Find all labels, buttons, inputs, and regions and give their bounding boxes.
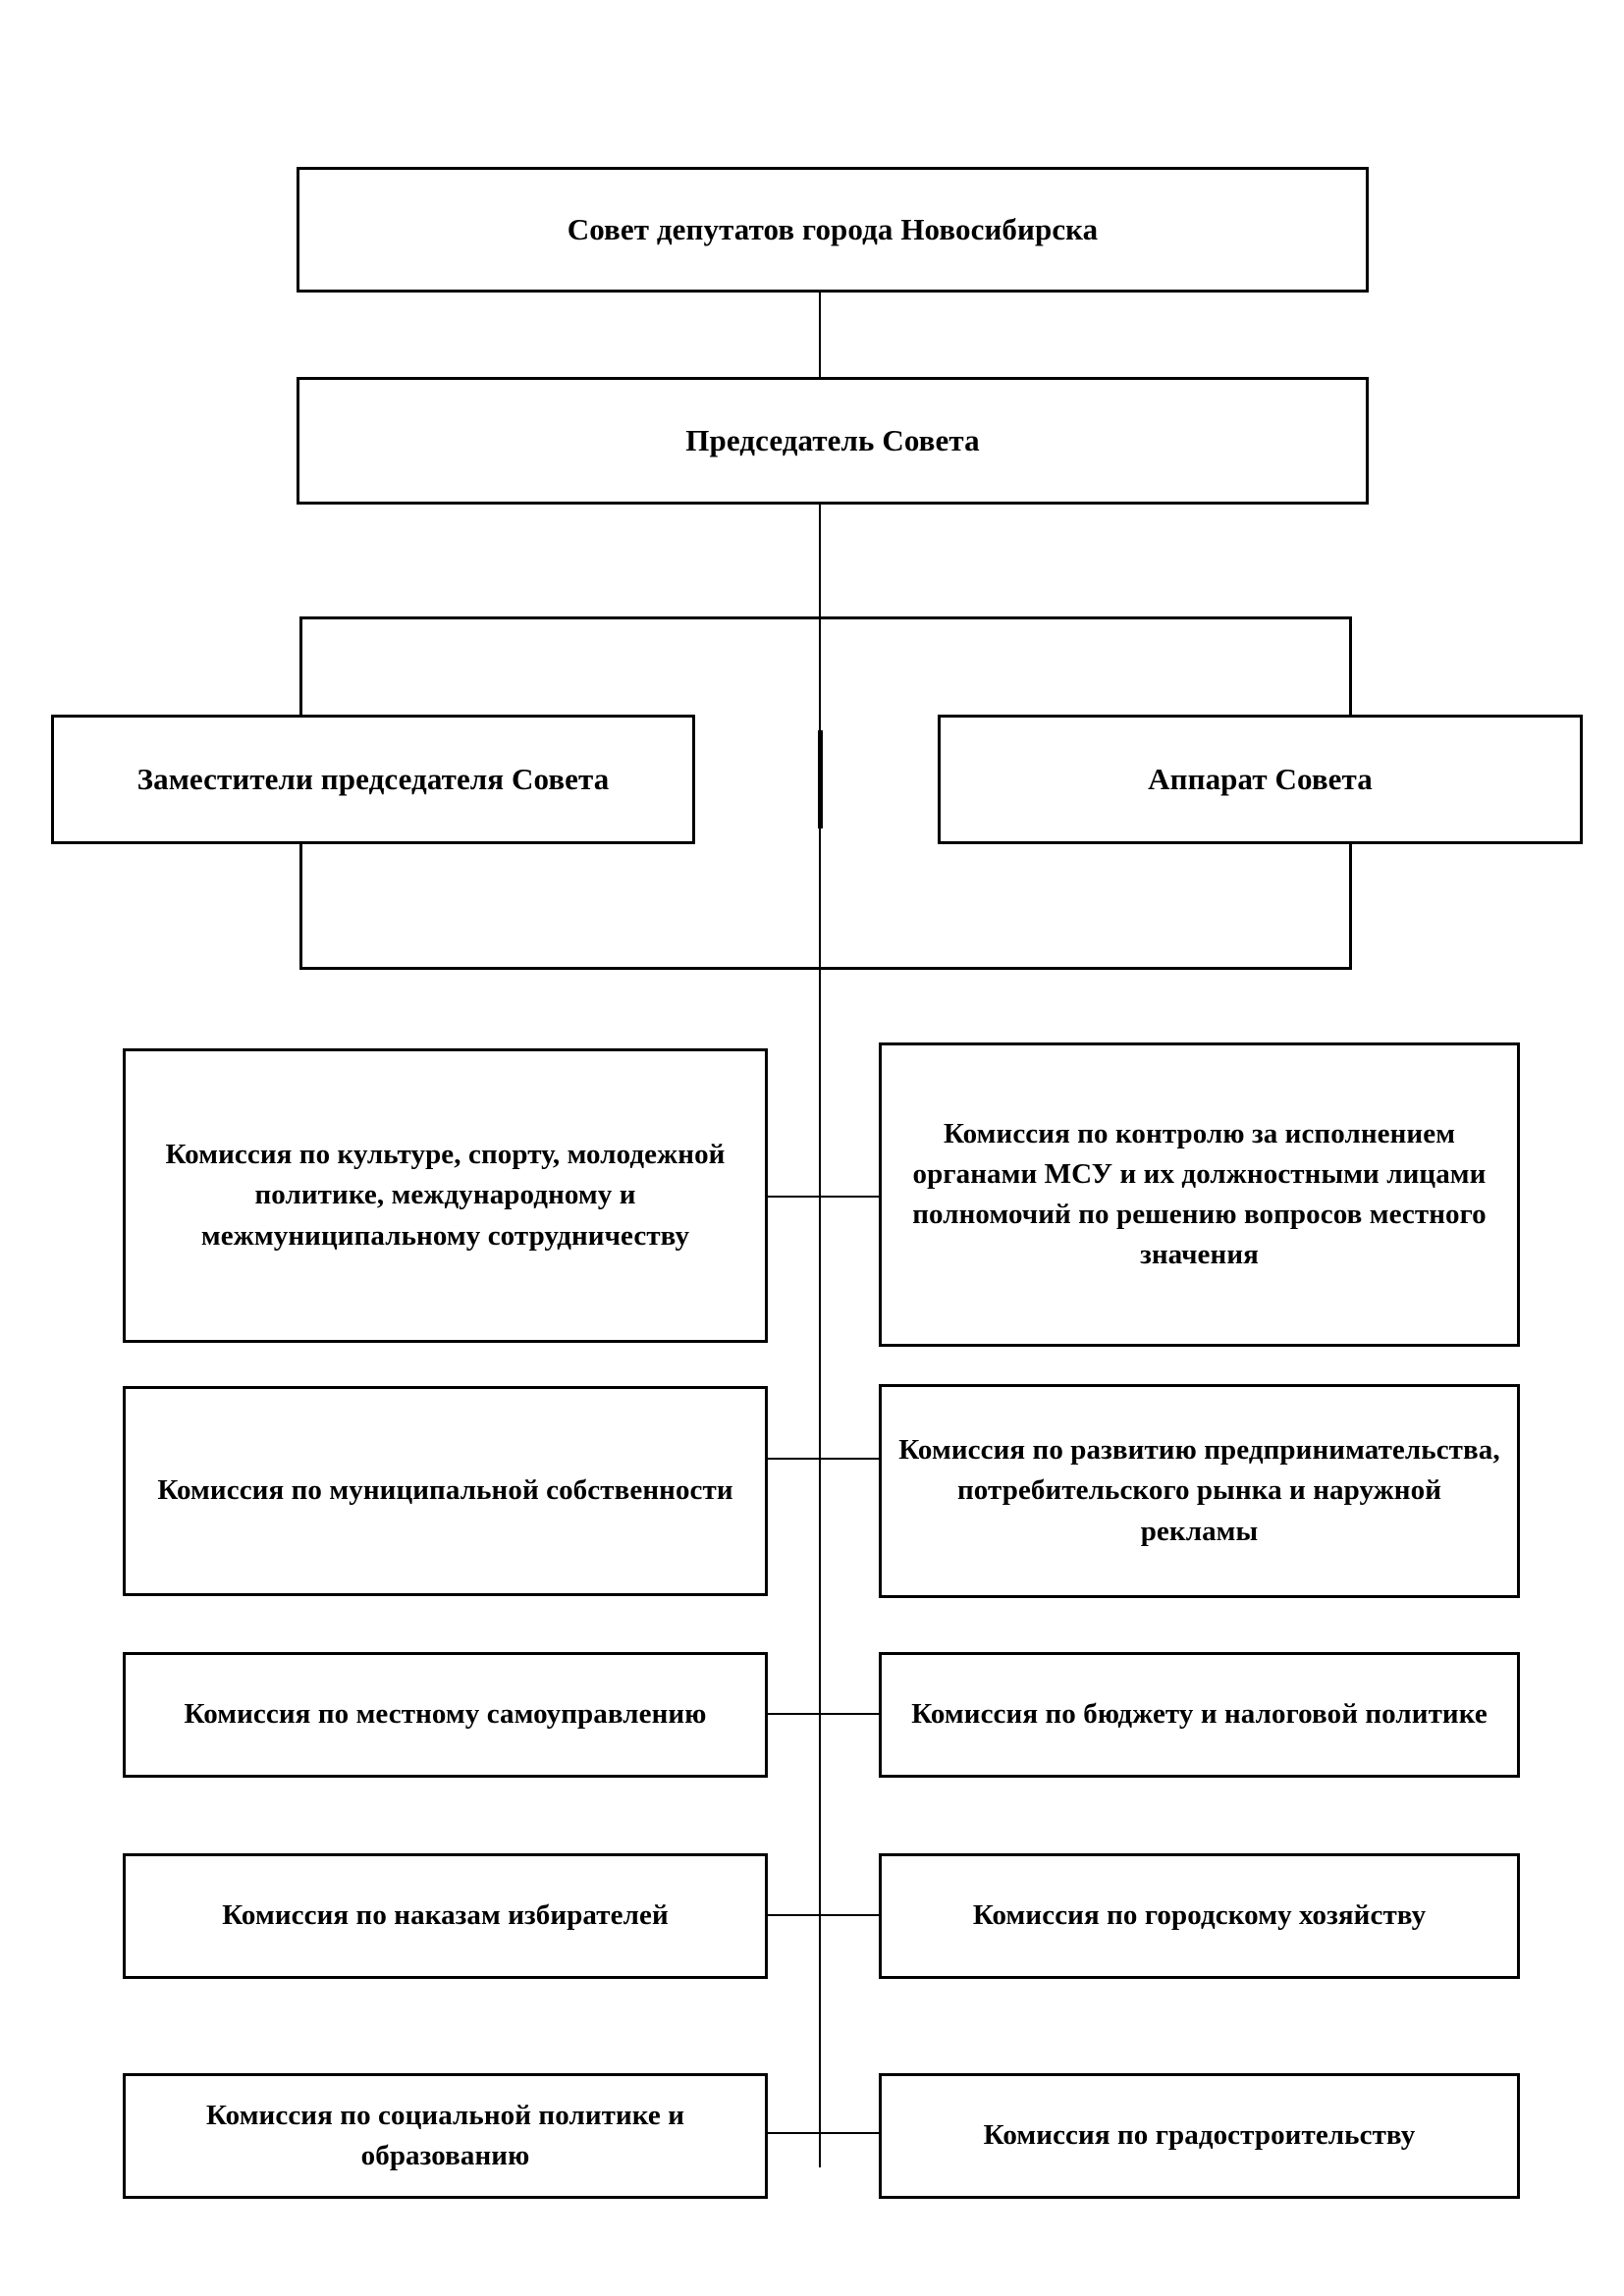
node-apparatus[interactable]: Аппарат Совета: [938, 715, 1583, 844]
node-commission-entrepreneurship[interactable]: Комиссия по развитию предпринимательства…: [879, 1384, 1520, 1598]
node-commission-voter-mandates[interactable]: Комиссия по наказам избирателей: [123, 1853, 768, 1979]
node-commission-local-self-government[interactable]: Комиссия по местному самоуправлению: [123, 1652, 768, 1778]
connector-row-5: [766, 2132, 881, 2134]
node-commission-msu-control-label: Комиссия по контролю за исполнением орга…: [912, 1117, 1487, 1271]
node-commission-entrepreneurship-label: Комиссия по развитию предпринимательства…: [898, 1434, 1500, 1547]
node-commission-budget-tax-label: Комиссия по бюджету и налоговой политике: [911, 1698, 1488, 1731]
connector-council-to-chairman: [819, 293, 821, 377]
node-council-label: Совет депутатов города Новосибирска: [567, 212, 1099, 247]
node-commission-urban-planning-label: Комиссия по градостроительству: [983, 2119, 1416, 2152]
node-commission-municipal-property-label: Комиссия по муниципальной собственности: [157, 1474, 733, 1507]
main-vertical-spine: [819, 616, 821, 2167]
node-chairman[interactable]: Председатель Совета: [297, 377, 1369, 505]
node-commission-msu-control[interactable]: Комиссия по контролю за исполнением орга…: [879, 1042, 1520, 1347]
node-commission-social-policy[interactable]: Комиссия по социальной политике и образо…: [123, 2073, 768, 2199]
node-commission-city-economy[interactable]: Комиссия по городскому хозяйству: [879, 1853, 1520, 1979]
node-commission-city-economy-label: Комиссия по городскому хозяйству: [972, 1899, 1427, 1932]
connector-row-1: [766, 1196, 881, 1198]
node-commission-local-self-government-label: Комиссия по местному самоуправлению: [184, 1698, 707, 1731]
connector-row-3: [766, 1713, 881, 1715]
node-commission-culture-sport[interactable]: Комиссия по культуре, спорту, молодежной…: [123, 1048, 768, 1343]
node-deputy-chairmen[interactable]: Заместители председателя Совета: [51, 715, 695, 844]
connector-row-2: [766, 1458, 881, 1460]
node-commission-voter-mandates-label: Комиссия по наказам избирателей: [222, 1899, 669, 1932]
spine-accent-segment: [818, 730, 823, 828]
node-commission-budget-tax[interactable]: Комиссия по бюджету и налоговой политике: [879, 1652, 1520, 1778]
node-deputy-chairmen-label: Заместители председателя Совета: [136, 762, 610, 797]
node-commission-social-policy-label: Комиссия по социальной политике и образо…: [205, 2099, 685, 2171]
node-commission-municipal-property[interactable]: Комиссия по муниципальной собственности: [123, 1386, 768, 1596]
node-council[interactable]: Совет депутатов города Новосибирска: [297, 167, 1369, 293]
node-commission-urban-planning[interactable]: Комиссия по градостроительству: [879, 2073, 1520, 2199]
node-commission-culture-sport-label: Комиссия по культуре, спорту, молодежной…: [165, 1139, 726, 1252]
node-chairman-label: Председатель Совета: [685, 423, 980, 458]
connector-chairman-to-bus: [819, 505, 821, 618]
node-apparatus-label: Аппарат Совета: [1148, 762, 1373, 797]
connector-row-4: [766, 1914, 881, 1916]
